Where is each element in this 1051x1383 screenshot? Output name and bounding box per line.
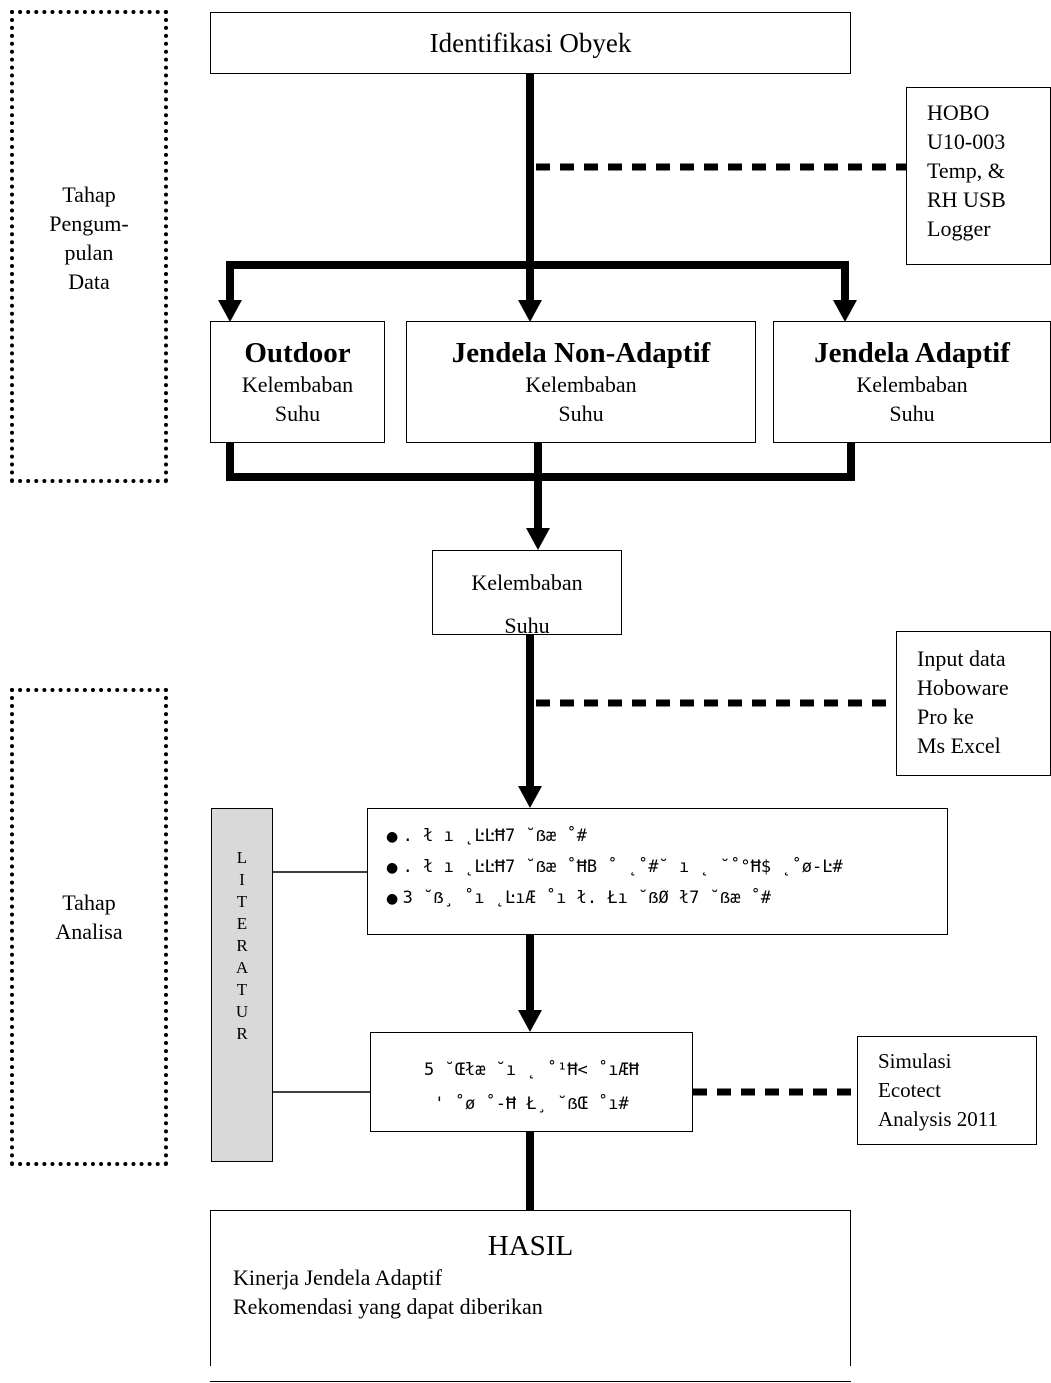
literature-letter: A	[235, 958, 249, 977]
phase1-line: Data	[68, 269, 110, 294]
non-adaptive-title: Jendela Non-Adaptif	[451, 337, 711, 369]
phase-analysis-box	[10, 688, 168, 1166]
humidity-label: Kelembaban	[471, 570, 583, 595]
input-line: Input data	[917, 646, 1006, 671]
outdoor-title: Outdoor	[244, 337, 351, 369]
hobo-line: Temp, &	[927, 158, 1005, 183]
analysis-item: 3 ˘ẞ¸ ˚ı ˛ĿıÆ ˚ı ł. Łı ˘ẞØ ł7 ˘ẞæ ˚#	[386, 883, 947, 914]
analysis-item: . ł ı ˛ĿĿĦ7 ˘ẞæ ˚#	[386, 821, 947, 852]
literature-letter: R	[236, 1024, 248, 1043]
combined-data-box: Kelembaban Suhu	[432, 550, 622, 638]
phase1-line: pulan	[64, 240, 114, 265]
phase-analysis-label: Tahap Analisa	[10, 888, 168, 946]
literature-letter: L	[236, 848, 248, 867]
literature-letter: I	[239, 870, 245, 889]
result-title: HASIL	[487, 1230, 574, 1262]
analysis-box: . ł ı ˛ĿĿĦ7 ˘ẞæ ˚# . ł ı ˛ĿĿĦ7 ˘ẞæ ˚ĦB ˚…	[367, 808, 948, 935]
literature-letter: T	[236, 892, 248, 911]
temperature-label: Suhu	[558, 401, 604, 426]
phase1-line: Tahap	[62, 182, 116, 207]
literature-letter: E	[236, 914, 248, 933]
hobo-line: HOBO	[927, 100, 990, 125]
input-line: Ms Excel	[917, 733, 1001, 758]
outdoor-box: Outdoor Kelembaban Suhu	[210, 321, 385, 443]
temperature-label: Suhu	[274, 401, 321, 426]
evaluation-line: 5 ˘Œłæ ˘ı ˛ ˚¹Ħ< ˚ıÆĦ	[424, 1060, 639, 1080]
result-line: Kinerja Jendela Adaptif	[233, 1265, 442, 1290]
phase-data-collection-label: Tahap Pengum- pulan Data	[10, 180, 168, 296]
simulation-line: Ecotect	[878, 1078, 941, 1102]
identification-box: Identifikasi Obyek	[210, 12, 851, 74]
humidity-label: Kelembaban	[241, 372, 354, 397]
phase-data-collection-box	[10, 10, 168, 483]
simulation-line: Simulasi	[878, 1049, 952, 1073]
literature-letter: R	[236, 936, 248, 955]
phase1-line: Pengum-	[49, 211, 129, 236]
hobo-line: RH USB	[927, 187, 1006, 212]
literature-letter: U	[235, 1002, 249, 1021]
non-adaptive-window-box: Jendela Non-Adaptif Kelembaban Suhu	[406, 321, 756, 443]
simulation-line: Analysis 2011	[878, 1107, 998, 1131]
result-box: HASIL Kinerja Jendela Adaptif Rekomendas…	[210, 1210, 851, 1366]
hobo-logger-box: HOBO U10-003 Temp, & RH USB Logger	[906, 87, 1051, 265]
adaptive-window-box: Jendela Adaptif Kelembaban Suhu	[773, 321, 1051, 443]
evaluation-line: ' ˚ø ˚-Ħ Ł¸ ˘ẞŒ ˚ı#	[434, 1094, 629, 1114]
hobo-line: U10-003	[927, 129, 1006, 154]
humidity-label: Kelembaban	[856, 372, 968, 397]
literature-letter: T	[236, 980, 248, 999]
temperature-label: Suhu	[889, 401, 935, 426]
hobo-line: Logger	[927, 216, 991, 241]
humidity-label: Kelembaban	[525, 372, 637, 397]
temperature-label: Suhu	[504, 613, 550, 638]
result-line: Rekomendasi yang dapat diberikan	[233, 1294, 543, 1319]
phase2-line: Analisa	[55, 919, 123, 944]
input-line: Hoboware	[917, 675, 1009, 700]
adaptive-title: Jendela Adaptif	[814, 337, 1010, 369]
literature-box: L I T E R A T U R	[211, 808, 273, 1162]
simulation-box: Simulasi Ecotect Analysis 2011	[857, 1036, 1037, 1145]
evaluation-box: 5 ˘Œłæ ˘ı ˛ ˚¹Ħ< ˚ıÆĦ ' ˚ø ˚-Ħ Ł¸ ˘ẞŒ ˚ı…	[370, 1032, 693, 1132]
input-line: Pro ke	[917, 704, 974, 729]
identification-title: Identifikasi Obyek	[429, 28, 632, 58]
phase2-line: Tahap	[62, 890, 116, 915]
analysis-item: . ł ı ˛ĿĿĦ7 ˘ẞæ ˚ĦB ˚ ˛˚#˘ ı ˛ ˘˚°Ħ$ ˛˚ø…	[386, 852, 947, 883]
input-data-box: Input data Hoboware Pro ke Ms Excel	[896, 631, 1051, 776]
